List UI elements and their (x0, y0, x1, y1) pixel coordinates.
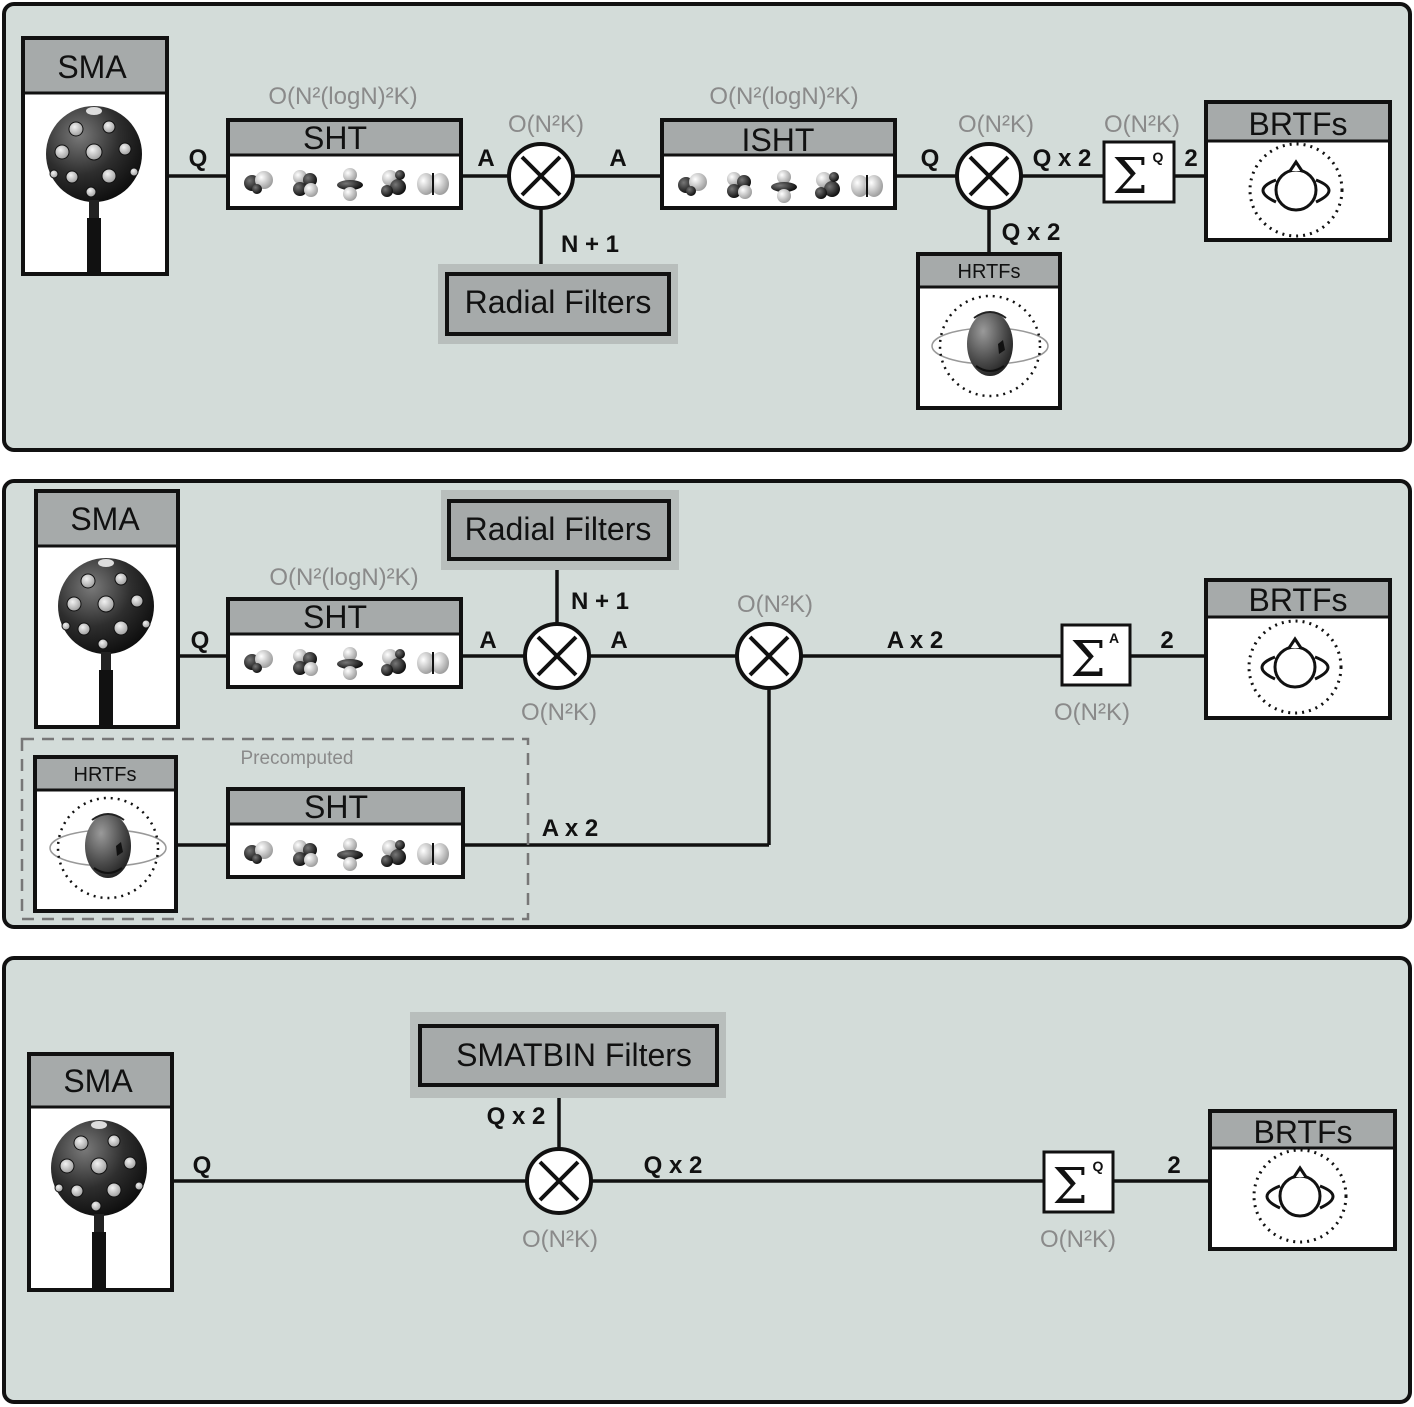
label-q-input: Q (193, 1152, 212, 1179)
isht-complexity: O(N²(logN)²K) (709, 83, 858, 110)
brtf-block: BRTFs (1204, 578, 1392, 720)
label-q-input: Q (189, 145, 208, 172)
label-qx2-filter: Q x 2 (487, 1103, 546, 1130)
sma-title: SMA (70, 501, 140, 537)
hrtf-title: HRTFs (958, 261, 1021, 283)
brtf-block: BRTFs (1204, 100, 1392, 242)
precomputed-region (20, 737, 530, 921)
label-qx2-out: Q x 2 (1033, 145, 1092, 172)
radial-filters-block: Radial Filters (441, 490, 679, 570)
label-q-input: Q (191, 627, 210, 654)
label-a-1: A (479, 627, 496, 654)
sum-complexity: O(N²K) (1054, 699, 1130, 726)
mult1-complexity: O(N²K) (508, 111, 584, 138)
sma-block: SMA (27, 1052, 174, 1292)
label-qx2-out: Q x 2 (644, 1152, 703, 1179)
sht-title: SHT (303, 599, 367, 635)
smatbin-filters-label: SMATBIN Filters (456, 1037, 692, 1073)
sma-block: SMA (34, 489, 180, 729)
sma-title: SMA (57, 49, 127, 85)
brtf-title: BRTFs (1249, 106, 1348, 142)
label-n-plus-1: N + 1 (571, 588, 629, 615)
label-two: 2 (1167, 1152, 1180, 1179)
panel-2: Precomputed SMA Q O(N²(logN)²K) SHT A Ra… (2, 479, 1412, 929)
sum-block: Σ Q (1102, 140, 1176, 205)
hrtf-title: HRTFs (74, 764, 137, 786)
sum-block: Σ Q (1042, 1150, 1115, 1215)
sht-block: SHT (226, 118, 463, 210)
mult1-complexity: O(N²K) (521, 699, 597, 726)
brtf-title: BRTFs (1249, 582, 1348, 618)
isht-title: ISHT (742, 122, 815, 158)
smatbin-filters-block: SMATBIN Filters (410, 1012, 726, 1098)
sht-complexity: O(N²(logN)²K) (268, 83, 417, 110)
sum-symbol: Σ (1112, 147, 1147, 205)
sum-superscript: A (1109, 630, 1119, 646)
sum-superscript: Q (1153, 149, 1164, 165)
label-ax2: A x 2 (887, 627, 943, 654)
multiply-node (525, 1147, 593, 1215)
radial-filters-label: Radial Filters (465, 511, 652, 547)
hrtf-block: HRTFs (33, 755, 178, 913)
sum-block: Σ A (1060, 623, 1132, 688)
sum-complexity: O(N²K) (1104, 111, 1180, 138)
label-n-plus-1: N + 1 (561, 231, 619, 258)
label-qx2-hrtf: Q x 2 (1002, 219, 1061, 246)
mult2-complexity: O(N²K) (737, 591, 813, 618)
radial-filters-label: Radial Filters (465, 284, 652, 320)
hrtf-block: HRTFs (916, 252, 1062, 410)
label-a-2: A (610, 627, 627, 654)
multiply-node-1 (523, 622, 591, 690)
isht-block: ISHT (660, 118, 897, 210)
sma-title: SMA (63, 1063, 133, 1099)
brtf-title: BRTFs (1254, 1114, 1353, 1150)
radial-filters-block: Radial Filters (438, 264, 678, 344)
mult2-complexity: O(N²K) (958, 111, 1034, 138)
sum-symbol: Σ (1070, 630, 1105, 688)
sht-title: SHT (303, 120, 367, 156)
sum-complexity: O(N²K) (1040, 1226, 1116, 1253)
multiply-node-2 (735, 622, 803, 690)
label-a-2: A (609, 145, 626, 172)
brtf-block: BRTFs (1208, 1109, 1397, 1251)
mult-complexity: O(N²K) (522, 1226, 598, 1253)
sma-block: SMA (21, 36, 169, 276)
label-two: 2 (1184, 145, 1197, 172)
panel-1: SMA Q O(N²(logN)²K) SHT A O(N²K) A N + 1… (2, 2, 1412, 452)
sht-block: SHT (226, 597, 463, 689)
multiply-node-1 (507, 142, 575, 210)
sum-symbol: Σ (1052, 1157, 1087, 1215)
label-two: 2 (1160, 627, 1173, 654)
label-a-1: A (477, 145, 494, 172)
sht-complexity: O(N²(logN)²K) (269, 564, 418, 591)
multiply-node-2 (955, 142, 1023, 210)
panel-3: SMA Q SMATBIN Filters Q x 2 O(N²K) Q x 2… (2, 956, 1412, 1404)
sht2-title: SHT (304, 789, 368, 825)
precomputed-label: Precomputed (240, 748, 353, 769)
sum-superscript: Q (1093, 1158, 1104, 1174)
sht-precomputed-block: SHT (226, 787, 465, 879)
label-ax2-hrtf: A x 2 (542, 815, 598, 842)
label-q-out: Q (921, 145, 940, 172)
